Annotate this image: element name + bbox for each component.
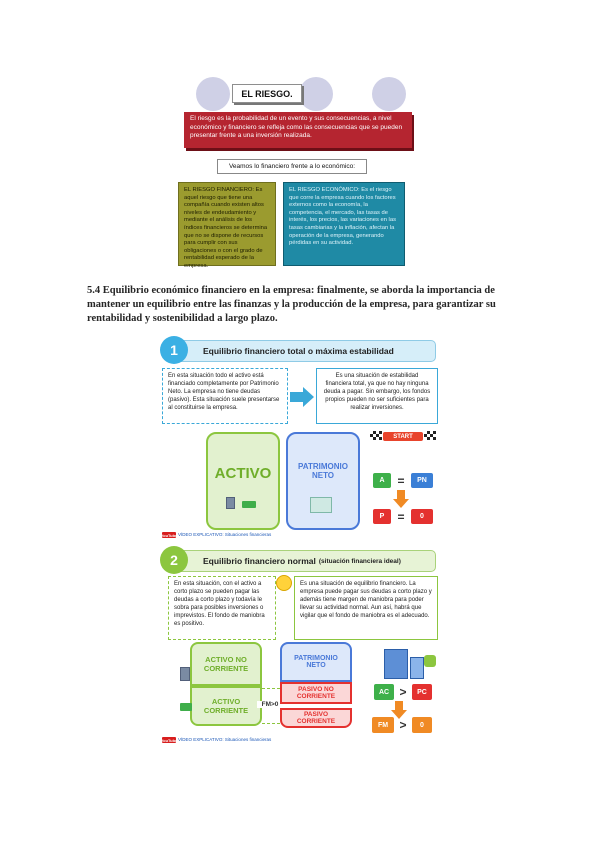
checkered-flag-icon [370, 431, 382, 440]
section2-title-suffix: (situación financiera ideal) [318, 557, 401, 565]
down-arrow-icon [391, 701, 407, 719]
video-credit[interactable]: VÍDEO EXPLICATIVO: Situaciones financier… [178, 737, 272, 742]
section1-title: Equilibrio financiero total o máxima est… [174, 340, 436, 362]
buildings-icon [384, 649, 408, 679]
activo-no-corriente-box: ACTIVO NO CORRIENTE [190, 642, 262, 686]
pasivo-no-corriente-box: PASIVO NO CORRIENTE [280, 682, 352, 704]
thumbs-up-icon [424, 655, 436, 667]
activo-corriente-box: ACTIVO CORRIENTE [190, 686, 262, 726]
tag-ac: AC [374, 684, 394, 700]
tag-pn: PN [411, 473, 433, 488]
section2-left-text: En esta situación, con el activo a corto… [168, 576, 276, 640]
pasivo-no-corriente-label: PASIVO NO CORRIENTE [296, 686, 336, 700]
section2-title: Equilibrio financiero normal [203, 556, 316, 566]
riesgo-financiero: EL RIESGO FINANCIERO: Es aquel riesgo qu… [178, 182, 276, 269]
tag-pc: PC [412, 684, 432, 700]
riesgo-title: EL RIESGO. [232, 84, 302, 103]
activo-no-corriente-label: ACTIVO NO CORRIENTE [203, 655, 249, 673]
box-icon [310, 497, 332, 513]
start-banner: START [383, 432, 423, 441]
building-icon [180, 667, 190, 681]
decor-circle [196, 77, 230, 111]
riesgo-economico: EL RIESGO ECONÓMICO: Es el riesgo que co… [283, 182, 405, 266]
pasivo-corriente-box: PASIVO CORRIENTE [280, 708, 352, 728]
activo-corriente-label: ACTIVO CORRIENTE [203, 697, 249, 715]
checkered-flag-icon [424, 431, 436, 440]
section2-number: 2 [160, 546, 188, 574]
patrimonio-box-2: PATRIMONIO NETO [280, 642, 352, 682]
section2-title-bar: Equilibrio financiero normal (situación … [174, 550, 436, 572]
down-arrow-icon [393, 490, 409, 508]
section1-right-text: Es una situación de estabilidad financie… [316, 368, 438, 424]
riesgo-compare: Veamos lo financiero frente a lo económi… [217, 159, 367, 174]
fm-bracket [262, 688, 280, 724]
section1-left-text: En esta situación todo el activo está fi… [162, 368, 288, 424]
activo-box: ACTIVO [206, 432, 280, 530]
equals-sign: = [397, 509, 405, 524]
money-icon [242, 501, 256, 508]
tag-p: P [373, 509, 391, 524]
activo-label: ACTIVO [214, 464, 272, 482]
money-icon [180, 703, 192, 711]
right-arrow-icon [290, 387, 314, 407]
greater-sign: > [399, 718, 407, 732]
infographic-2: Equilibrio financiero normal (situación … [158, 545, 444, 745]
fm-label: FM>0 [257, 701, 283, 708]
equals-sign: = [397, 473, 405, 488]
decor-circle [372, 77, 406, 111]
riesgo-definition: El riesgo es la probabilidad de un event… [184, 112, 412, 148]
section1-number: 1 [160, 336, 188, 364]
building-icon [226, 497, 235, 509]
infographic-1: Equilibrio financiero total o máxima est… [158, 335, 444, 543]
patrimonio-box: PATRIMONIO NETO [286, 432, 360, 530]
video-credit[interactable]: VÍDEO EXPLICATIVO: Situaciones financier… [178, 532, 272, 537]
tag-zero-2: 0 [412, 717, 432, 733]
decor-circle [299, 77, 333, 111]
youtube-logo: YouTube [160, 737, 178, 743]
buildings-icon [410, 657, 424, 679]
pasivo-corriente-label: PASIVO CORRIENTE [296, 711, 336, 725]
patrimonio-label: PATRIMONIO NETO [298, 462, 348, 480]
greater-sign: > [399, 685, 407, 699]
tag-fm: FM [372, 717, 394, 733]
youtube-logo: YouTube [160, 532, 178, 538]
tag-zero: 0 [411, 509, 433, 524]
section-paragraph: 5.4 Equilibrio económico financiero en l… [87, 285, 496, 324]
tag-a: A [373, 473, 391, 488]
thinking-face-icon [276, 575, 292, 591]
section2-right-text: Es una situación de equilibrio financier… [294, 576, 438, 640]
patrimonio-label-2: PATRIMONIO NETO [294, 655, 338, 669]
